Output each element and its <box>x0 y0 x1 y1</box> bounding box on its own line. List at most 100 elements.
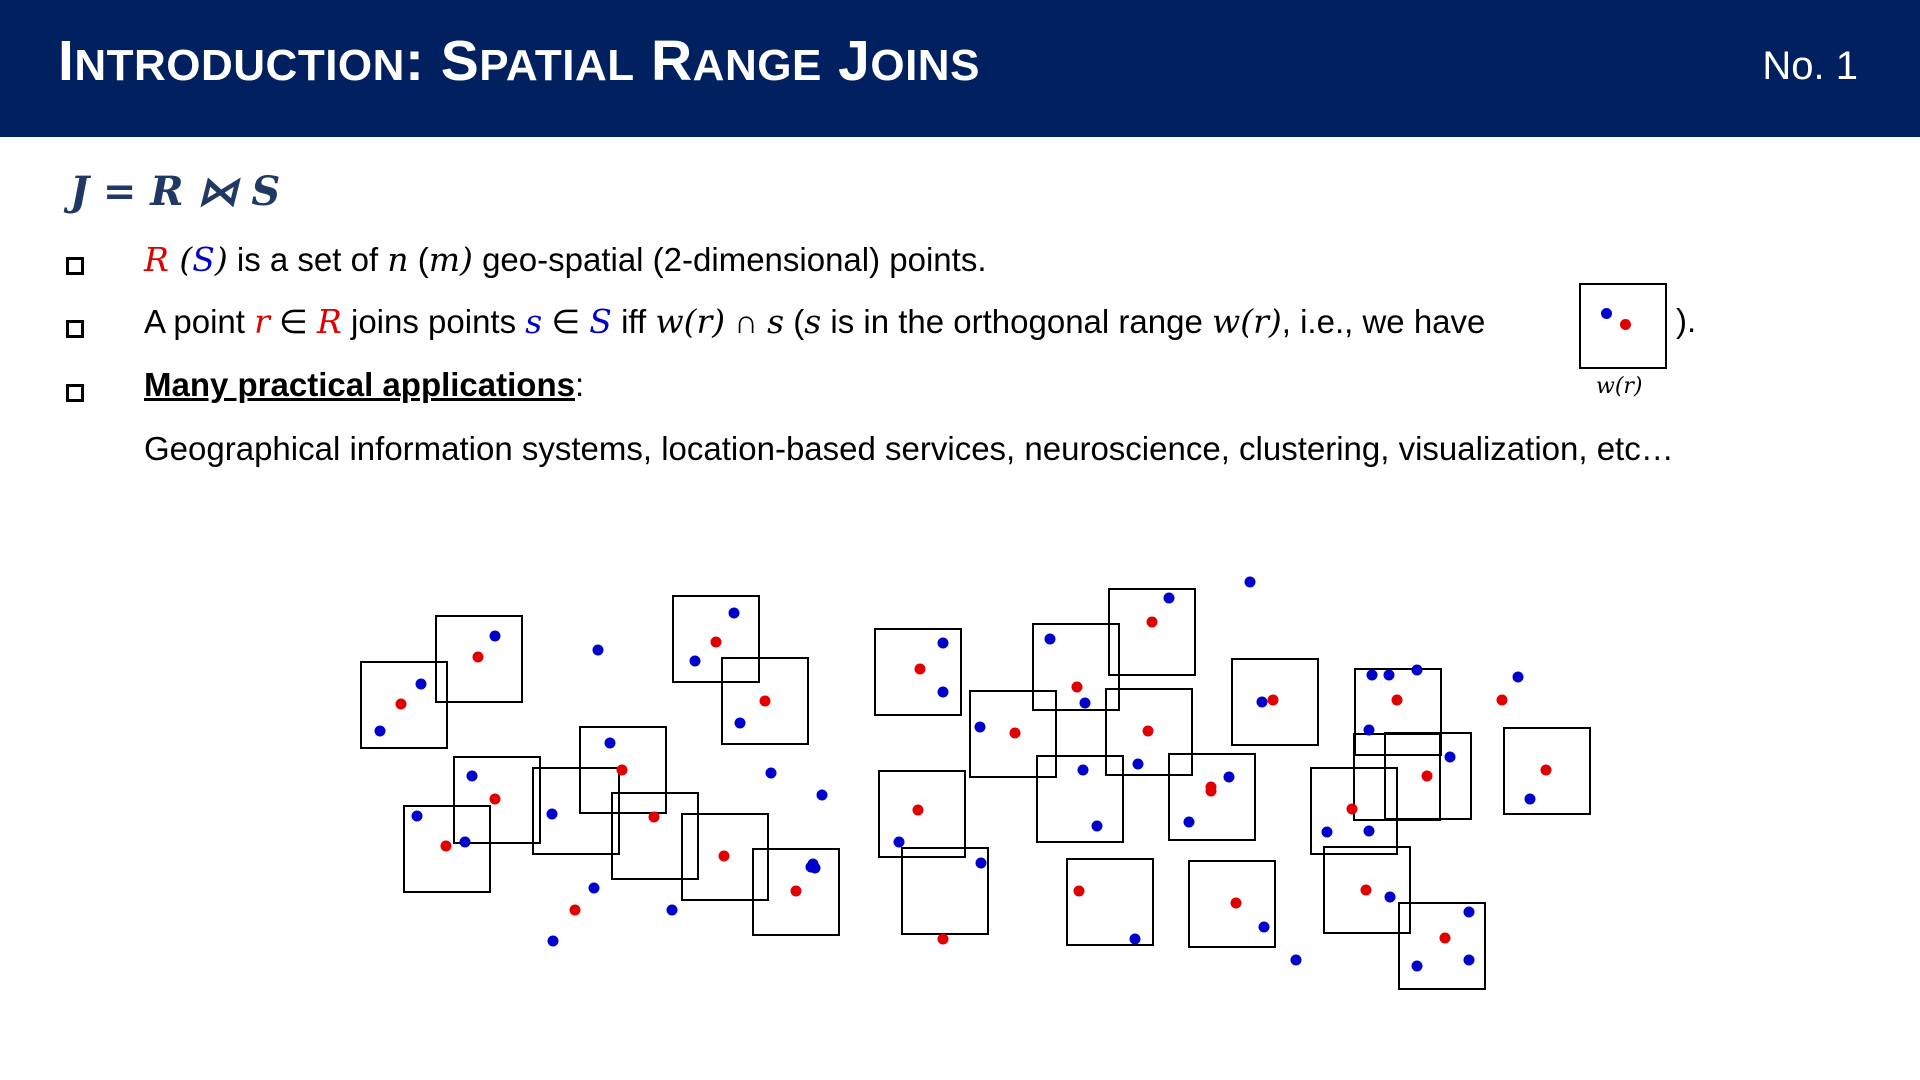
range-window <box>874 628 962 716</box>
range-window <box>579 726 667 814</box>
range-window <box>672 595 760 683</box>
bullet-join-condition: A point r ∈ R joins points s ∈ S iff w(r… <box>144 302 1485 341</box>
s-point <box>816 789 828 801</box>
range-window <box>901 847 989 935</box>
s-point <box>1079 697 1091 709</box>
s-point <box>937 637 949 649</box>
range-window <box>453 756 541 844</box>
text-segment: ( <box>408 241 429 278</box>
r-point <box>1620 319 1631 330</box>
s-point <box>1091 820 1103 832</box>
s-point <box>1258 921 1270 933</box>
s-point <box>1132 758 1144 770</box>
s-point <box>1601 308 1612 319</box>
range-window-example <box>1579 283 1667 369</box>
s-point <box>1244 576 1256 588</box>
text-segment: s <box>525 302 543 341</box>
applications-list: Geographical information systems, locati… <box>144 430 1674 467</box>
text-segment: S <box>589 302 612 341</box>
text-segment: Many practical applications <box>144 366 575 403</box>
s-point <box>588 882 600 894</box>
r-point <box>472 651 484 663</box>
r-point <box>1205 785 1217 797</box>
s-point <box>974 721 986 733</box>
text-segment: is a set of <box>227 241 388 278</box>
s-point <box>1044 633 1056 645</box>
bullet-marker <box>66 320 84 338</box>
s-point <box>1524 793 1536 805</box>
r-point <box>440 840 452 852</box>
s-point <box>1363 825 1375 837</box>
s-point <box>466 770 478 782</box>
text-segment: w(r) <box>655 302 726 341</box>
range-window <box>1105 688 1193 776</box>
s-point <box>1256 696 1268 708</box>
s-point <box>374 725 386 737</box>
range-window <box>681 813 769 901</box>
text-segment: ∈ <box>269 303 317 340</box>
s-point <box>546 808 558 820</box>
text-segment: R <box>316 302 342 341</box>
text-segment: r <box>254 302 270 341</box>
text-segment: ∩ <box>725 303 768 340</box>
slide-number: No. 1 <box>1762 44 1858 88</box>
closing-paren: ). <box>1676 302 1697 339</box>
r-point <box>1230 897 1242 909</box>
r-point <box>1267 694 1279 706</box>
s-point <box>547 935 559 947</box>
r-point <box>1439 932 1451 944</box>
s-point <box>1366 669 1378 681</box>
s-point <box>689 655 701 667</box>
r-point <box>648 811 660 823</box>
range-window <box>1108 588 1196 676</box>
s-point <box>411 810 423 822</box>
text-segment: joins points <box>341 303 526 340</box>
range-window <box>1188 860 1276 948</box>
text-segment: R <box>144 240 169 279</box>
title-part: R <box>651 29 693 93</box>
s-point <box>592 644 604 656</box>
r-point <box>1360 884 1372 896</box>
r-point <box>1421 770 1433 782</box>
s-point <box>489 630 501 642</box>
text-segment: n <box>387 240 409 279</box>
r-point <box>1391 694 1403 706</box>
s-point <box>1321 826 1333 838</box>
text-segment: , i.e., we have <box>1281 303 1486 340</box>
s-point <box>975 857 987 869</box>
join-formula: J = R ⋈ S <box>70 168 281 215</box>
text-segment: ( <box>784 303 805 340</box>
range-window <box>721 657 809 745</box>
text-segment: iff <box>611 303 656 340</box>
range-window <box>1323 846 1411 934</box>
s-point <box>1444 751 1456 763</box>
range-window <box>532 767 620 855</box>
range-window <box>1066 858 1154 946</box>
bullet-applications: Many practical applications: <box>144 366 584 404</box>
range-window <box>611 792 699 880</box>
r-point <box>914 663 926 675</box>
s-point <box>1411 664 1423 676</box>
s-point <box>805 861 817 873</box>
range-window <box>878 770 966 858</box>
range-window <box>1503 727 1591 815</box>
r-point <box>489 793 501 805</box>
title-part: : <box>404 29 441 93</box>
s-point <box>937 686 949 698</box>
s-point <box>1129 933 1141 945</box>
text-segment: s <box>767 302 785 341</box>
r-point <box>1540 764 1552 776</box>
range-window <box>435 615 523 703</box>
s-point <box>1077 764 1089 776</box>
text-segment: w(r) <box>1211 302 1282 341</box>
range-window <box>969 690 1057 778</box>
s-point <box>765 767 777 779</box>
range-window <box>1398 902 1486 990</box>
r-point <box>718 850 730 862</box>
r-point <box>1071 681 1083 693</box>
range-window <box>1168 753 1256 841</box>
r-point <box>1496 694 1508 706</box>
text-segment: : <box>574 366 585 403</box>
s-point <box>1411 960 1423 972</box>
